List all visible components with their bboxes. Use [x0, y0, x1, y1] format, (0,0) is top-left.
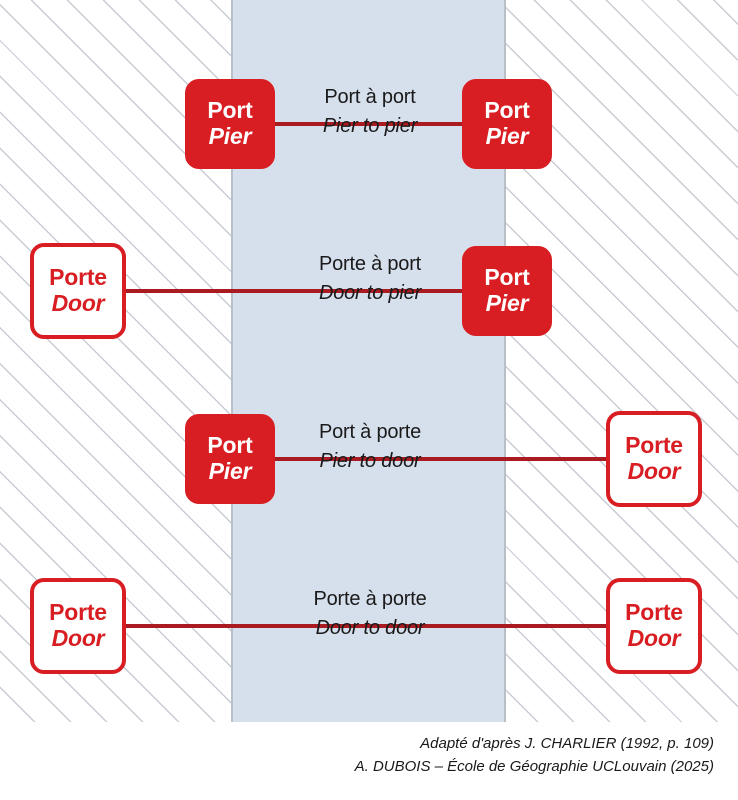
- link-line-1: [272, 122, 468, 126]
- node-label-fr: Porte: [49, 264, 107, 291]
- link-line-2: [126, 289, 468, 293]
- node-label-en: Door: [627, 625, 681, 651]
- node-left-4[interactable]: Porte Door: [30, 578, 126, 674]
- link-label-en: Door to door: [315, 617, 425, 639]
- node-label-fr: Port: [484, 264, 530, 291]
- node-label-fr: Port: [207, 432, 253, 459]
- node-right-3[interactable]: Porte Door: [606, 411, 702, 507]
- node-label-fr: Porte: [625, 599, 683, 626]
- node-label-en: Pier: [208, 123, 252, 149]
- node-label-en: Pier: [485, 290, 529, 316]
- link-label-4: Porte à porte Door to door: [272, 588, 468, 640]
- link-label-en: Pier to pier: [322, 115, 418, 137]
- link-label-fr: Port à port: [324, 86, 416, 108]
- node-label-en: Door: [51, 625, 105, 651]
- link-label-fr: Porte à porte: [313, 588, 427, 610]
- node-label-fr: Porte: [49, 599, 107, 626]
- node-label-fr: Port: [484, 97, 530, 124]
- node-label-en: Pier: [485, 123, 529, 149]
- link-label-fr: Port à porte: [318, 421, 422, 443]
- link-label-2: Porte à port Door to pier: [272, 253, 468, 305]
- node-left-3[interactable]: Port Pier: [185, 414, 275, 504]
- link-label-en: Door to pier: [318, 282, 422, 304]
- link-line-4: [126, 624, 608, 628]
- link-label-fr: Porte à port: [318, 253, 422, 275]
- node-right-1[interactable]: Port Pier: [462, 79, 552, 169]
- node-left-1[interactable]: Port Pier: [185, 79, 275, 169]
- node-left-2[interactable]: Porte Door: [30, 243, 126, 339]
- node-label-en: Pier: [208, 458, 252, 484]
- link-label-en: Pier to door: [319, 450, 421, 472]
- node-right-2[interactable]: Port Pier: [462, 246, 552, 336]
- link-label-3: Port à porte Pier to door: [272, 421, 468, 473]
- node-label-fr: Port: [207, 97, 253, 124]
- link-line-3: [272, 457, 608, 461]
- node-right-4[interactable]: Porte Door: [606, 578, 702, 674]
- node-label-en: Door: [51, 290, 105, 316]
- caption-line-2: A. DUBOIS – École de Géographie UCLouvai…: [354, 758, 714, 776]
- caption-line-1: Adapté d'après J. CHARLIER (1992, p. 109…: [420, 735, 714, 752]
- water-channel: [231, 0, 506, 722]
- node-label-fr: Porte: [625, 432, 683, 459]
- link-label-1: Port à port Pier to pier: [272, 86, 468, 138]
- source-caption: Adapté d'après J. CHARLIER (1992, p. 109…: [355, 732, 714, 779]
- node-label-en: Door: [627, 458, 681, 484]
